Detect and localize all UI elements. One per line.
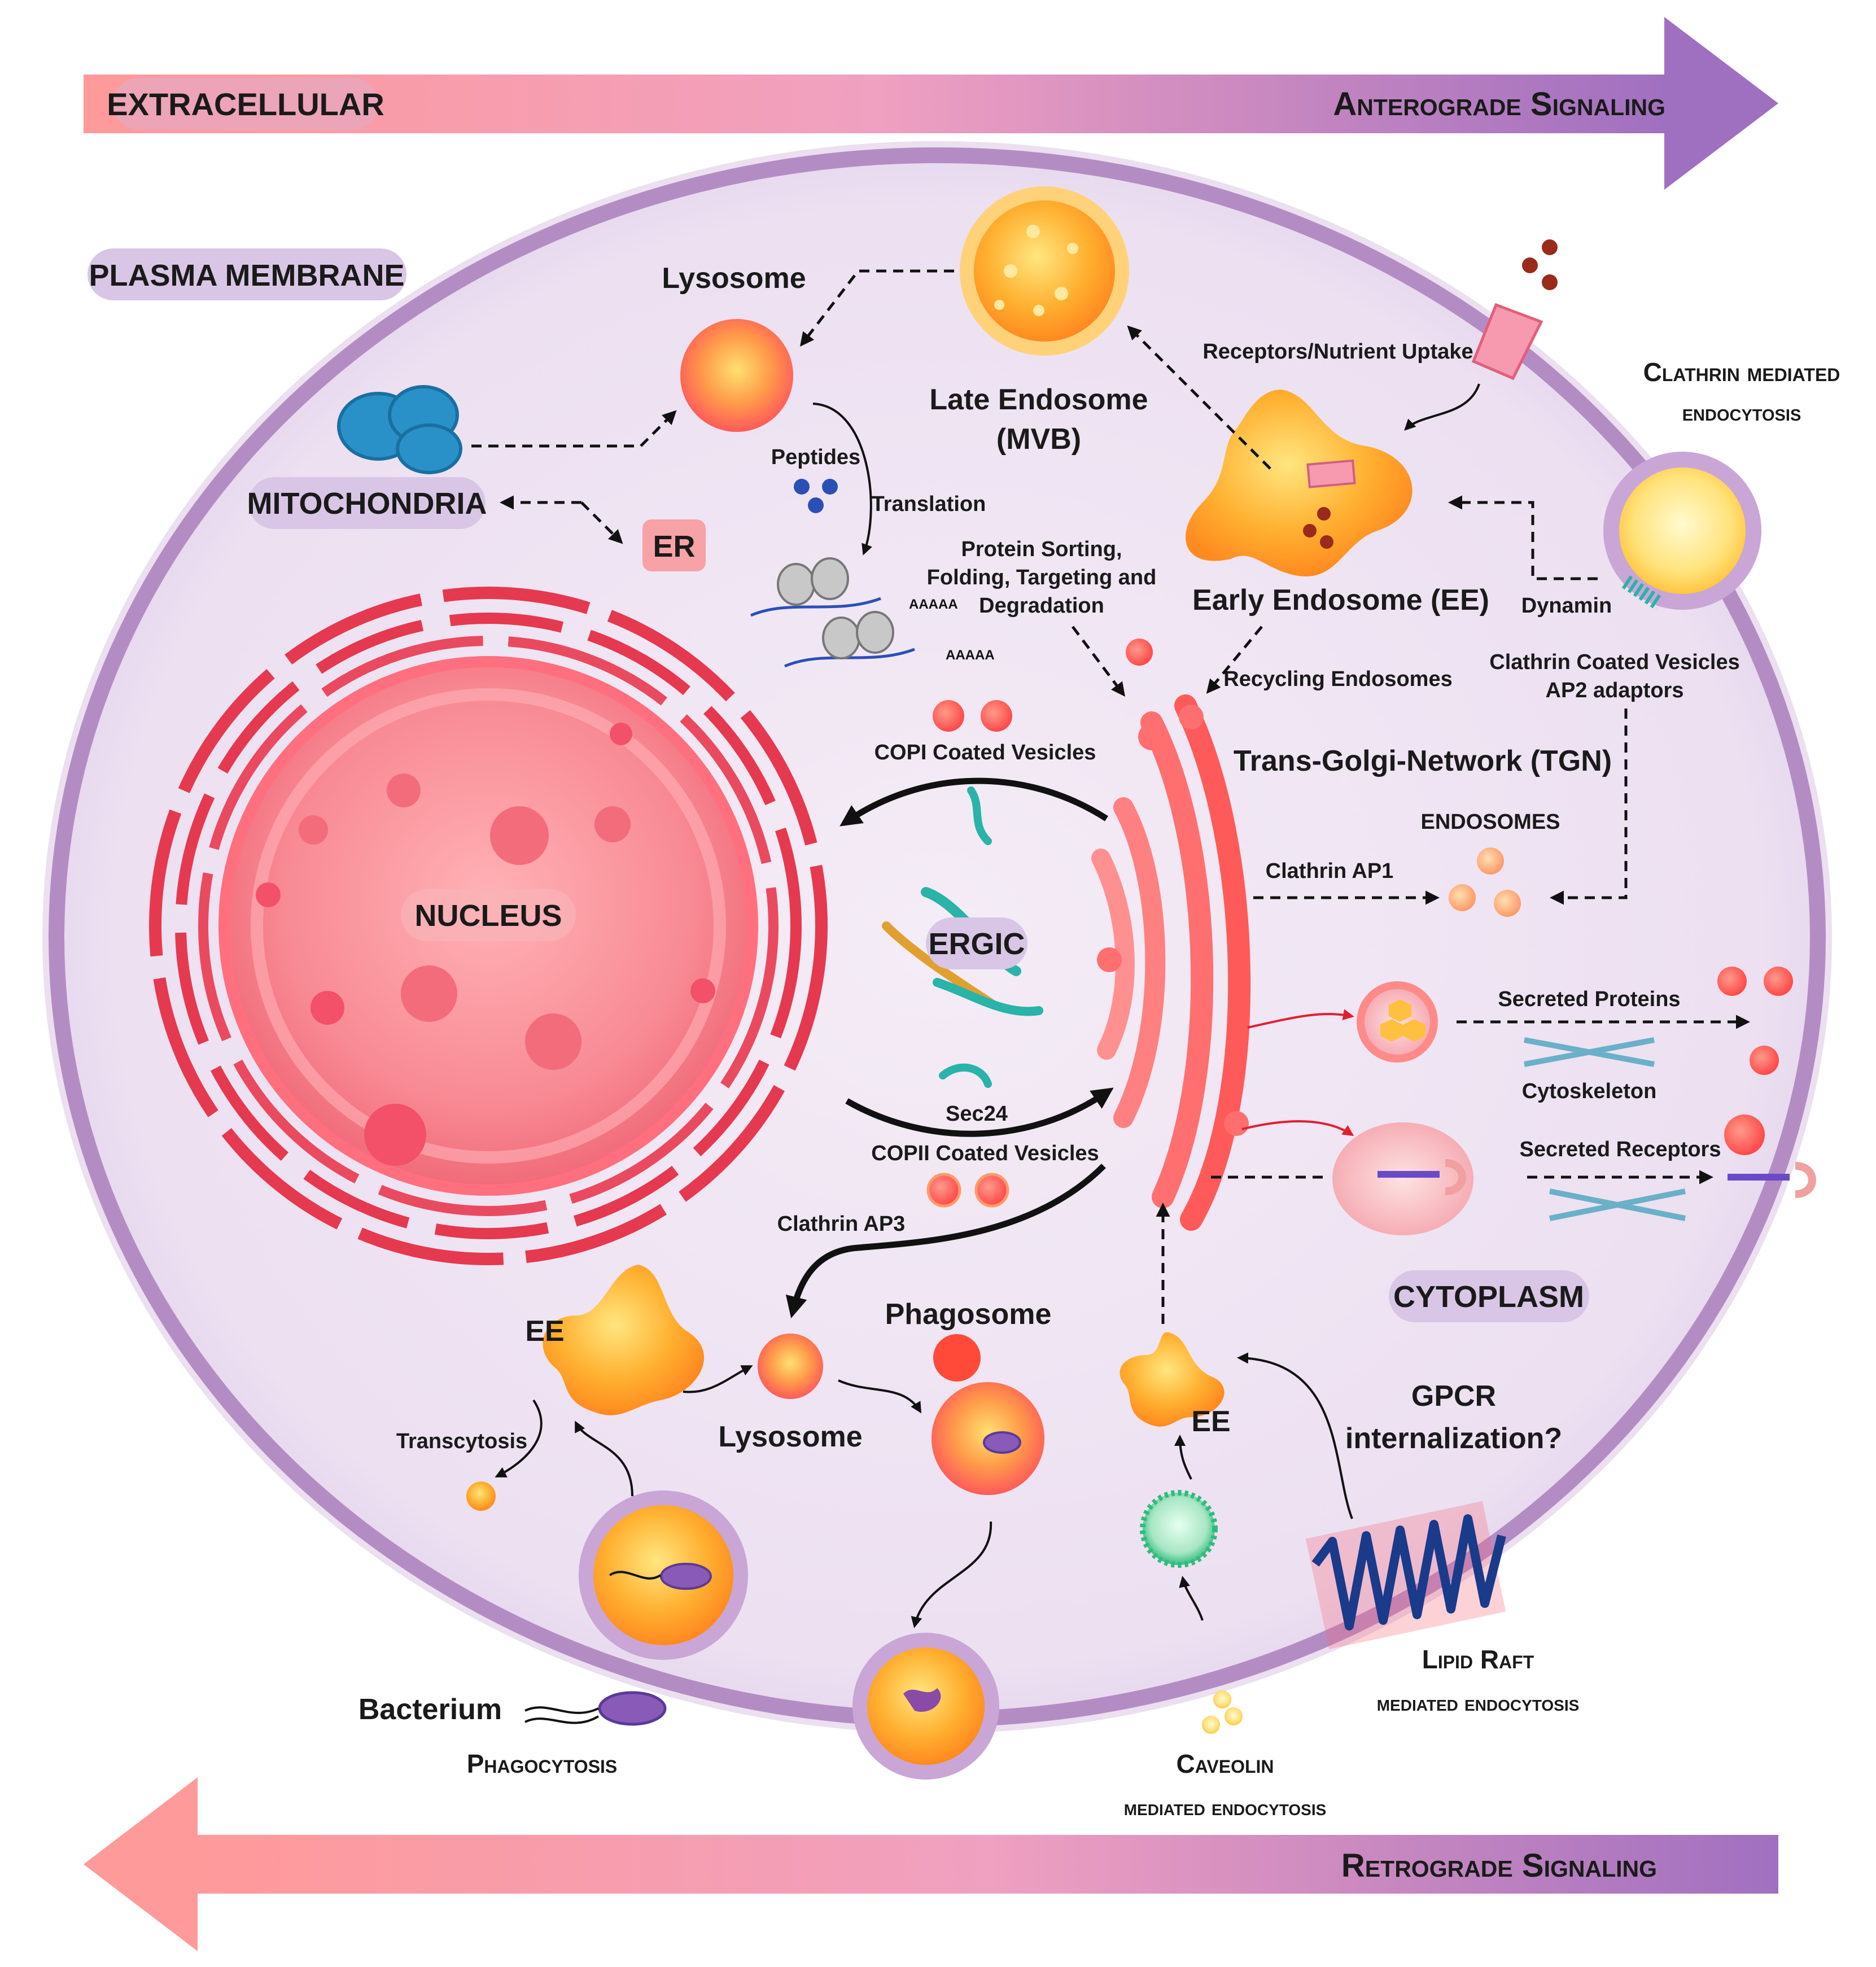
bacterium-label: Bacterium <box>358 1693 502 1726</box>
phagosome: Phagosome <box>885 1298 1052 1495</box>
svg-text:Lysosome: Lysosome <box>662 262 806 295</box>
ergic-label: ERGIC <box>928 927 1025 961</box>
svg-text:Early Endosome (EE): Early Endosome (EE) <box>1192 584 1489 617</box>
late-endosome: Late Endosome (MVB) <box>929 186 1148 456</box>
cytoskeleton-upper: Cytoskeleton <box>1522 1037 1657 1103</box>
transcytosis-label: Transcytosis <box>396 1430 527 1453</box>
endosomes-cluster: ENDOSOMES Clathrin AP1 <box>1266 810 1560 917</box>
connector-arrows <box>471 269 1750 1628</box>
receptor-channel: Receptors/Nutrient Uptake <box>1202 239 1558 381</box>
secreted-receptors-label: Secreted Receptors <box>1520 1138 1721 1161</box>
nucleus-label: NUCLEUS <box>414 899 562 933</box>
gpcr-label-2: internalization? <box>1345 1422 1562 1455</box>
svg-text:CYTOPLASM: CYTOPLASM <box>1393 1280 1584 1314</box>
lysosome-bottom: Lysosome <box>718 1334 863 1453</box>
translation-label: Translation <box>872 492 986 516</box>
svg-text:Peptides: Peptides <box>771 445 860 469</box>
clathrin-label-2: endocytosis <box>1682 399 1801 426</box>
nucleus-er: NUCLEUS <box>149 587 828 1265</box>
svg-text:PLASMA MEMBRANE: PLASMA MEMBRANE <box>89 259 405 292</box>
ribosomes: AAAAA AAAAA <box>750 557 995 668</box>
clathrin-label-1: Clathrin mediated <box>1643 357 1840 387</box>
transcytosis: Transcytosis <box>396 1430 527 1511</box>
secreted-receptors-vesicle: Secreted Receptors <box>1332 1114 1816 1235</box>
svg-text:Late Endosome: Late Endosome <box>929 383 1148 416</box>
early-endosome: Early Endosome (EE) <box>1186 390 1489 617</box>
svg-text:ER: ER <box>653 530 695 563</box>
clathrin-vesicles-label-1: Clathrin Coated Vesicles <box>1489 650 1740 674</box>
phagocytosis-label: Phagocytosis <box>467 1749 618 1778</box>
early-endosome-right: EE <box>1120 1332 1231 1438</box>
vesicle-small <box>1126 639 1153 666</box>
clathrin-ap1-label: Clathrin AP1 <box>1266 859 1394 883</box>
retrograde-arrow: Retrograde Signaling <box>84 1777 1778 1951</box>
lysosome-top: Lysosome <box>662 262 806 432</box>
svg-text:Phagosome: Phagosome <box>885 1298 1052 1331</box>
protein-sorting-label-2: Folding, Targeting and <box>927 566 1157 589</box>
anterograde-arrow: EXTRACELLULAR Anterograde Signaling <box>84 17 1778 190</box>
clathrin-ap3-label: Clathrin AP3 <box>777 1212 906 1236</box>
protein-sorting-label-1: Protein Sorting, <box>961 537 1122 561</box>
dynamin-label: Dynamin <box>1521 594 1612 618</box>
er-label: ER <box>642 519 706 571</box>
mitochondria: MITOCHONDRIA <box>247 385 487 529</box>
peptides: Peptides Translation <box>771 445 986 516</box>
polya-tail-1: AAAAA <box>909 597 958 612</box>
tgn-label: Trans-Golgi-Network (TGN) <box>1234 745 1612 777</box>
sec24-label: Sec24 <box>946 1102 1008 1126</box>
cytoplasm-label: CYTOPLASM <box>1389 1270 1589 1322</box>
svg-text:COPI Coated Vesicles: COPI Coated Vesicles <box>874 741 1096 764</box>
copii-label: COPII Coated Vesicles <box>871 1142 1099 1165</box>
gpcr: GPCR internalization? <box>1305 1380 1562 1650</box>
gpcr-label-1: GPCR <box>1411 1380 1496 1413</box>
svg-text:Receptors/Nutrient Uptake: Receptors/Nutrient Uptake <box>1202 340 1473 364</box>
early-endosome-left: EE <box>525 1265 705 1415</box>
caveolin-label-1: Caveolin <box>1176 1749 1274 1778</box>
svg-text:ENDOSOMES: ENDOSOMES <box>1420 810 1560 834</box>
lipid-raft-label-1: Lipid Raft <box>1422 1645 1534 1674</box>
golgi-tgn: Trans-Golgi-Network (TGN) <box>1091 694 1612 1231</box>
caveolin-label-2: mediated endocytosis <box>1124 1795 1327 1820</box>
secreted-proteins-label: Secreted Proteins <box>1498 987 1680 1011</box>
recycling-endosomes-label: Recycling Endosomes <box>1223 667 1452 691</box>
anterograde-label: Anterograde Signaling <box>1333 86 1665 123</box>
ee-right-label: EE <box>1191 1405 1230 1438</box>
clathrin-vesicles-label-2: AP2 adaptors <box>1546 679 1684 702</box>
svg-text:Lysosome: Lysosome <box>718 1420 862 1453</box>
retrograde-label: Retrograde Signaling <box>1341 1847 1657 1884</box>
copi-vesicles: COPI Coated Vesicles <box>874 700 1096 764</box>
cytoskeleton-label: Cytoskeleton <box>1522 1079 1657 1103</box>
protein-sorting-label-3: Degradation <box>979 594 1104 618</box>
extracellular-label: EXTRACELLULAR <box>107 86 384 122</box>
lipid-raft-label-2: mediated endocytosis <box>1377 1691 1580 1716</box>
ee-left-label: EE <box>525 1315 564 1348</box>
bacterium: Bacterium Phagocytosis <box>358 1691 667 1778</box>
phagocytosis-pit <box>579 1490 999 1780</box>
cytoskeleton-lower <box>1549 1188 1686 1221</box>
svg-text:(MVB): (MVB) <box>996 423 1081 456</box>
polya-tail-2: AAAAA <box>946 648 995 663</box>
caveolin-vesicle <box>1140 1490 1243 1734</box>
mitochondria-label: MITOCHONDRIA <box>247 487 487 521</box>
ergic: ERGIC <box>882 786 1043 1016</box>
secreted-proteins-vesicle: Secreted Proteins <box>1357 967 1793 1075</box>
copii-vesicles: Sec24 COPII Coated Vesicles <box>871 1063 1099 1208</box>
plasma-membrane-label: PLASMA MEMBRANE <box>88 248 406 300</box>
